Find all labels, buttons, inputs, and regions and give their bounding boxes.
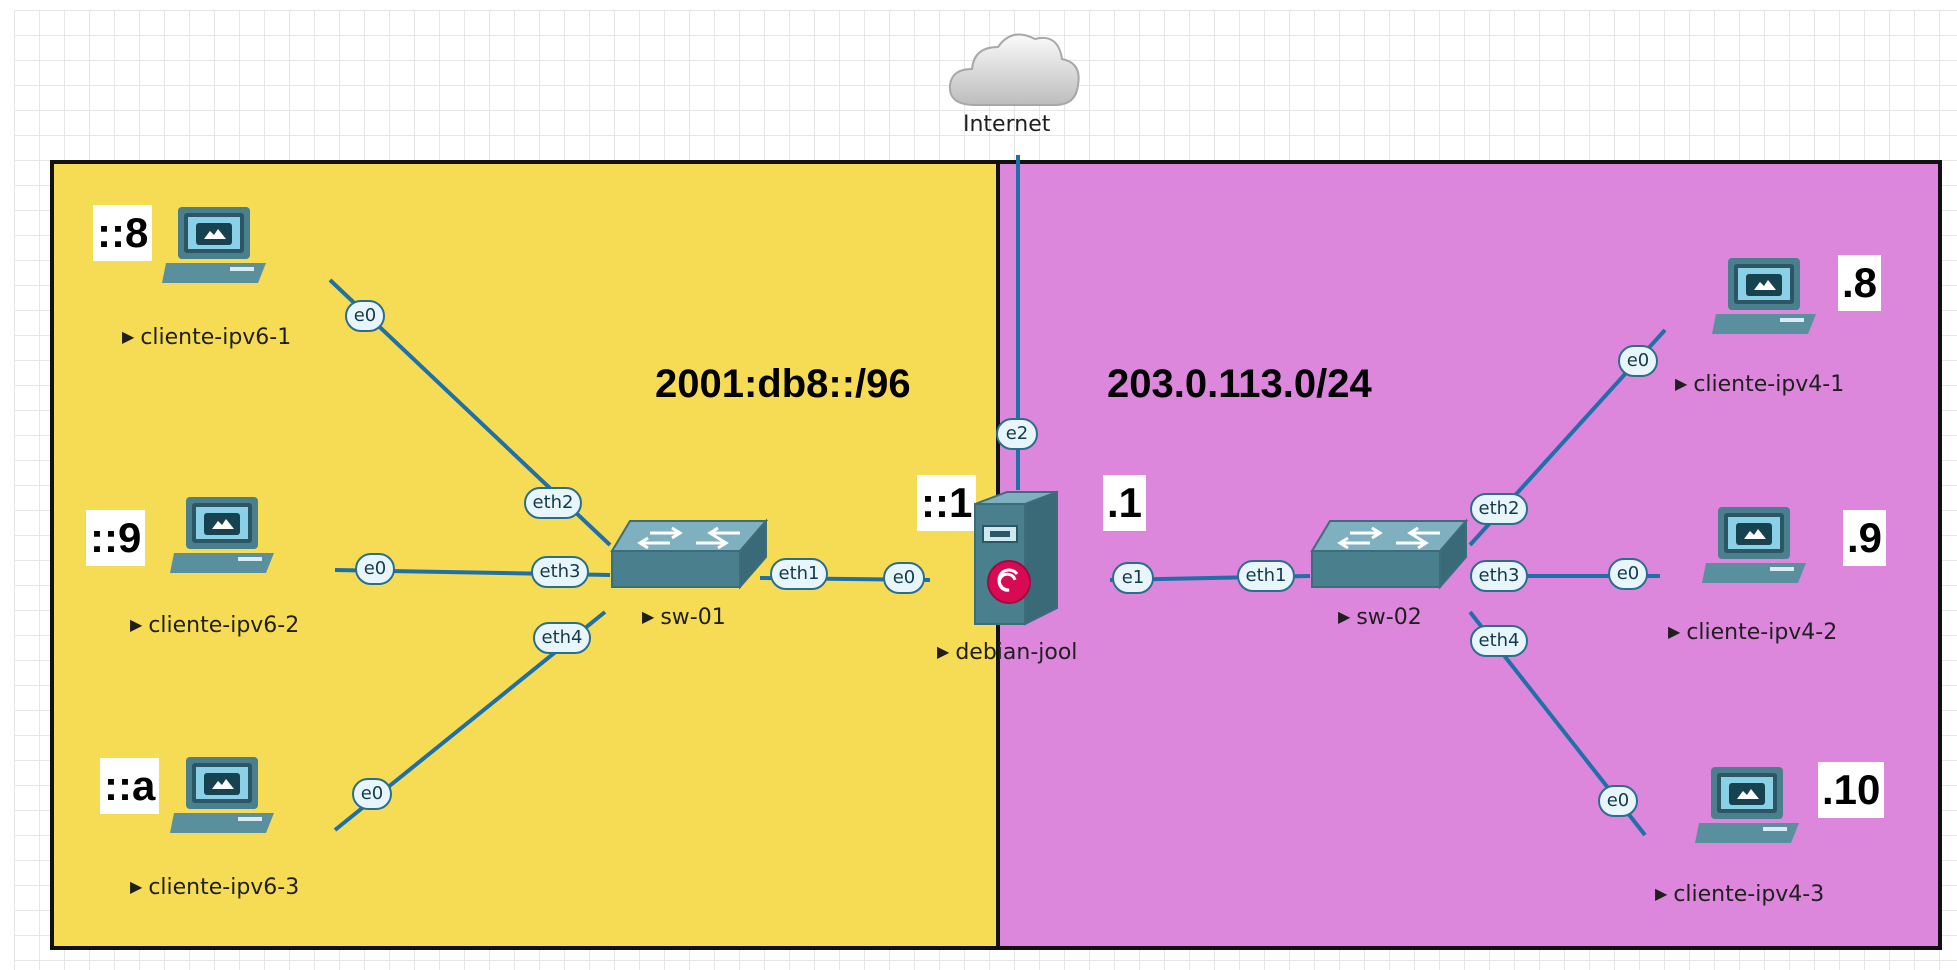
- ipv6-3-address: ::a: [100, 758, 160, 814]
- play-icon: ▶: [122, 327, 135, 346]
- port-e1-debian[interactable]: e1: [1112, 562, 1154, 594]
- play-icon: ▶: [1675, 374, 1688, 393]
- internet-label: Internet: [963, 112, 1051, 137]
- cloud-icon: [948, 33, 1080, 106]
- debian-ipv4-address: .1: [1103, 475, 1147, 531]
- port-e0-ipv4-2[interactable]: e0: [1608, 558, 1648, 590]
- port-eth1-sw02[interactable]: eth1: [1237, 560, 1295, 592]
- port-e0-ipv4-3[interactable]: e0: [1598, 785, 1638, 817]
- ipv6-1-label[interactable]: ▶cliente-ipv6-1: [122, 325, 292, 350]
- play-icon: ▶: [937, 642, 950, 661]
- play-icon: ▶: [642, 607, 655, 626]
- server-debian-icon[interactable]: [965, 490, 1075, 634]
- computer-icon[interactable]: [1693, 765, 1805, 851]
- port-e0-ipv4-1[interactable]: e0: [1618, 345, 1658, 377]
- computer-icon[interactable]: [160, 205, 272, 291]
- play-icon: ▶: [1655, 884, 1668, 903]
- switch-icon[interactable]: [610, 515, 770, 599]
- port-e2-debian[interactable]: e2: [996, 418, 1038, 450]
- ipv6-prefix-label: 2001:db8::/96: [655, 362, 911, 406]
- port-eth3-sw01[interactable]: eth3: [531, 556, 589, 588]
- port-e0-debian[interactable]: e0: [883, 562, 925, 594]
- computer-icon[interactable]: [1710, 256, 1822, 342]
- ipv6-3-label[interactable]: ▶cliente-ipv6-3: [130, 875, 300, 900]
- internet-node[interactable]: [940, 25, 1090, 115]
- ipv4-1-label[interactable]: ▶cliente-ipv4-1: [1675, 372, 1845, 397]
- port-eth3-sw02[interactable]: eth3: [1470, 560, 1528, 592]
- play-icon: ▶: [130, 877, 143, 896]
- ipv4-prefix-label: 203.0.113.0/24: [1107, 362, 1372, 406]
- ipv4-1-address: .8: [1838, 255, 1882, 311]
- ipv4-2-address: .9: [1843, 510, 1887, 566]
- debian-label[interactable]: ▶debian-jool: [937, 640, 1078, 665]
- computer-icon[interactable]: [1700, 505, 1812, 591]
- ipv4-2-label[interactable]: ▶cliente-ipv4-2: [1668, 620, 1838, 645]
- switch-icon[interactable]: [1310, 515, 1470, 599]
- port-eth4-sw02[interactable]: eth4: [1470, 625, 1528, 657]
- port-eth2-sw01[interactable]: eth2: [524, 487, 582, 519]
- sw01-label[interactable]: ▶sw-01: [642, 605, 726, 630]
- ipv6-2-address: ::9: [86, 510, 146, 566]
- debian-ipv6-address: ::1: [917, 475, 977, 531]
- port-eth2-sw02[interactable]: eth2: [1470, 493, 1528, 525]
- port-eth4-sw01[interactable]: eth4: [533, 622, 591, 654]
- port-e0-ipv6-2[interactable]: e0: [355, 553, 395, 585]
- play-icon: ▶: [130, 615, 143, 634]
- computer-icon[interactable]: [168, 755, 280, 841]
- ipv6-2-label[interactable]: ▶cliente-ipv6-2: [130, 613, 300, 638]
- port-e0-ipv6-1[interactable]: e0: [345, 300, 385, 332]
- play-icon: ▶: [1668, 622, 1681, 641]
- play-icon: ▶: [1338, 607, 1351, 626]
- computer-icon[interactable]: [168, 495, 280, 581]
- port-e0-ipv6-3[interactable]: e0: [352, 778, 392, 810]
- ipv4-3-label[interactable]: ▶cliente-ipv4-3: [1655, 882, 1825, 907]
- ipv6-1-address: ::8: [93, 205, 153, 261]
- ipv4-3-address: .10: [1818, 762, 1885, 818]
- sw02-label[interactable]: ▶sw-02: [1338, 605, 1422, 630]
- port-eth1-sw01[interactable]: eth1: [770, 558, 828, 590]
